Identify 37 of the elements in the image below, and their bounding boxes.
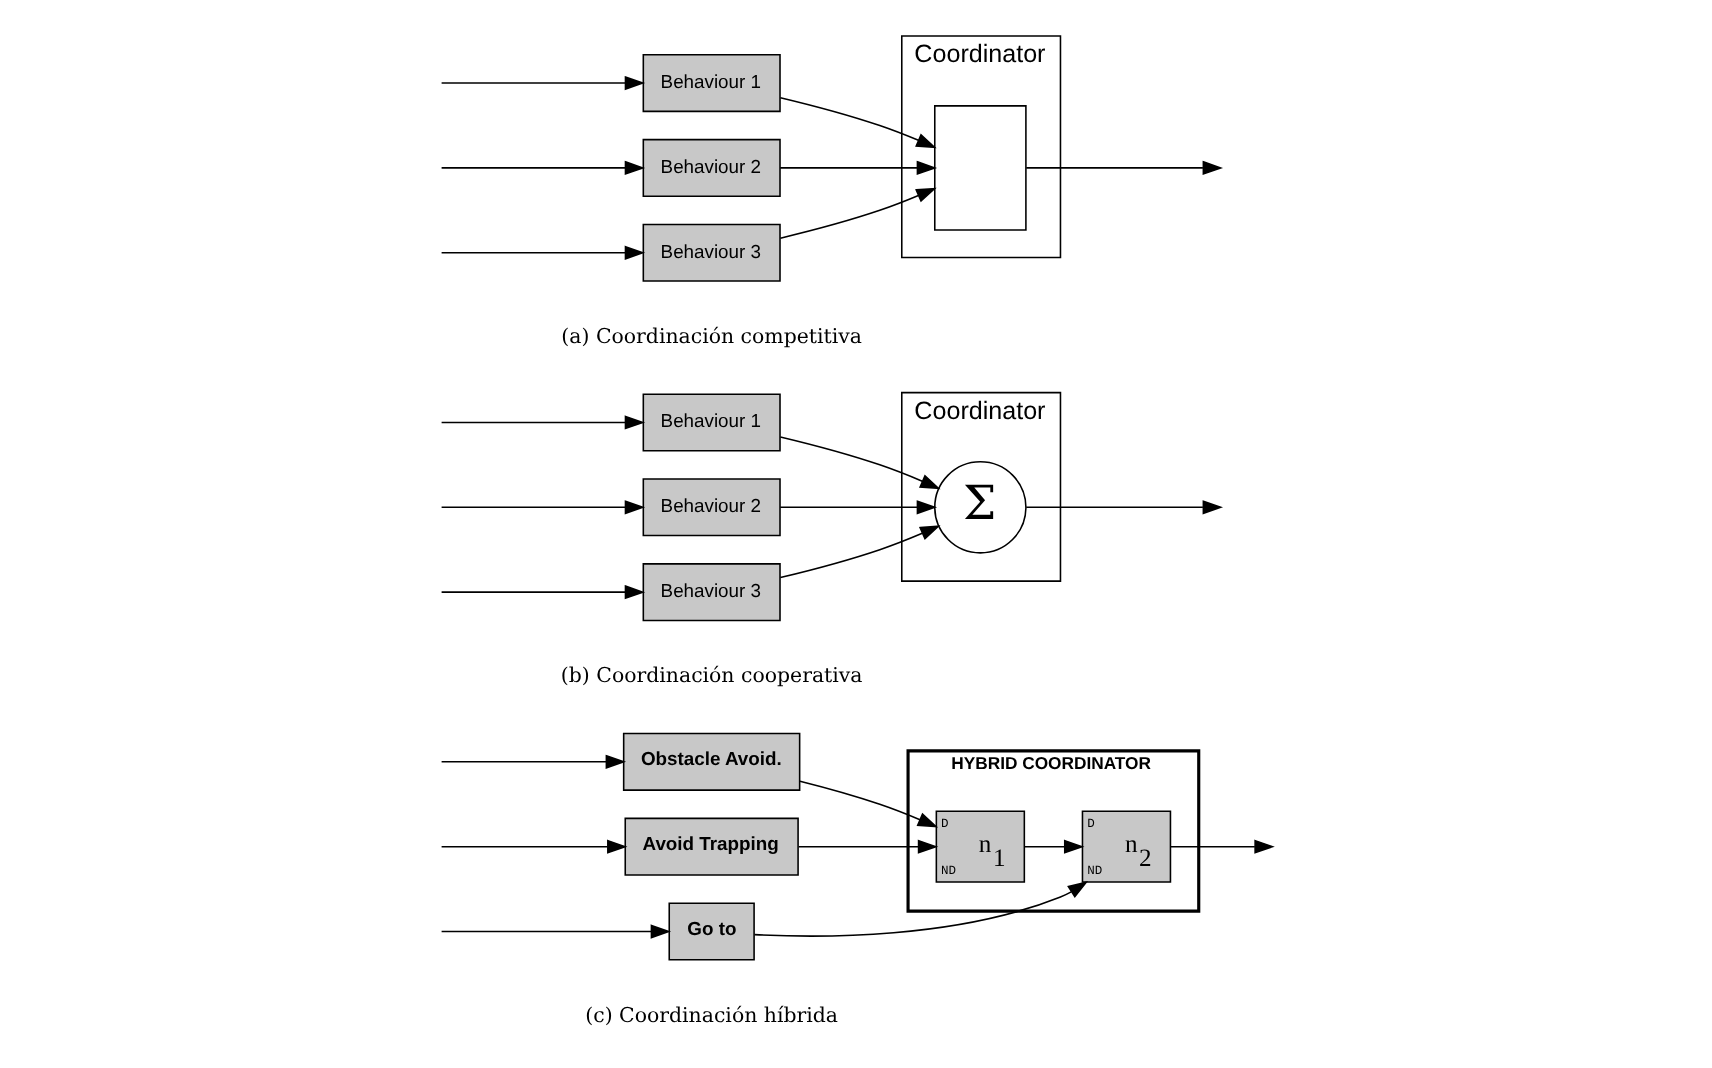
arrow	[752, 881, 1088, 937]
arrow	[798, 780, 938, 828]
node-box: Behaviour 2	[641, 138, 780, 197]
node-box: Behaviour 3	[641, 563, 780, 622]
arrow	[778, 436, 940, 490]
arrow	[439, 839, 627, 854]
arrow	[778, 96, 936, 149]
arrow	[439, 415, 645, 430]
arrow	[439, 585, 645, 600]
arrow	[1023, 839, 1084, 854]
node-box: Behaviour 1	[641, 393, 780, 452]
node-box: Behaviour 3	[641, 223, 780, 282]
label: (b) Coordinación cooperativa	[559, 666, 862, 689]
arrow	[439, 924, 671, 939]
node-box: Avoid Trapping	[623, 817, 798, 876]
node-circle: Σ	[933, 460, 1026, 554]
arrow	[439, 500, 645, 515]
arrow	[778, 525, 940, 579]
arrow	[796, 839, 938, 854]
label: (c) Coordinación híbrida	[584, 1005, 838, 1028]
arrow	[439, 754, 626, 769]
arrow	[778, 500, 937, 515]
arrow	[778, 160, 937, 176]
label: (a) Coordinación competitiva	[560, 326, 861, 349]
cluster: Coordinator	[900, 35, 1061, 259]
arrow	[1168, 839, 1274, 854]
arrow	[439, 75, 645, 91]
node-box: Go to	[667, 902, 754, 961]
node-box	[933, 105, 1026, 231]
node-box: Behaviour 1	[641, 54, 780, 113]
arrow	[439, 160, 645, 176]
arrow	[778, 187, 936, 239]
arrow	[439, 245, 645, 260]
node-box: Obstacle Avoid.	[621, 732, 800, 791]
node-box: Behaviour 2	[641, 478, 780, 537]
arrow	[1024, 500, 1222, 515]
arrow	[1024, 160, 1222, 176]
